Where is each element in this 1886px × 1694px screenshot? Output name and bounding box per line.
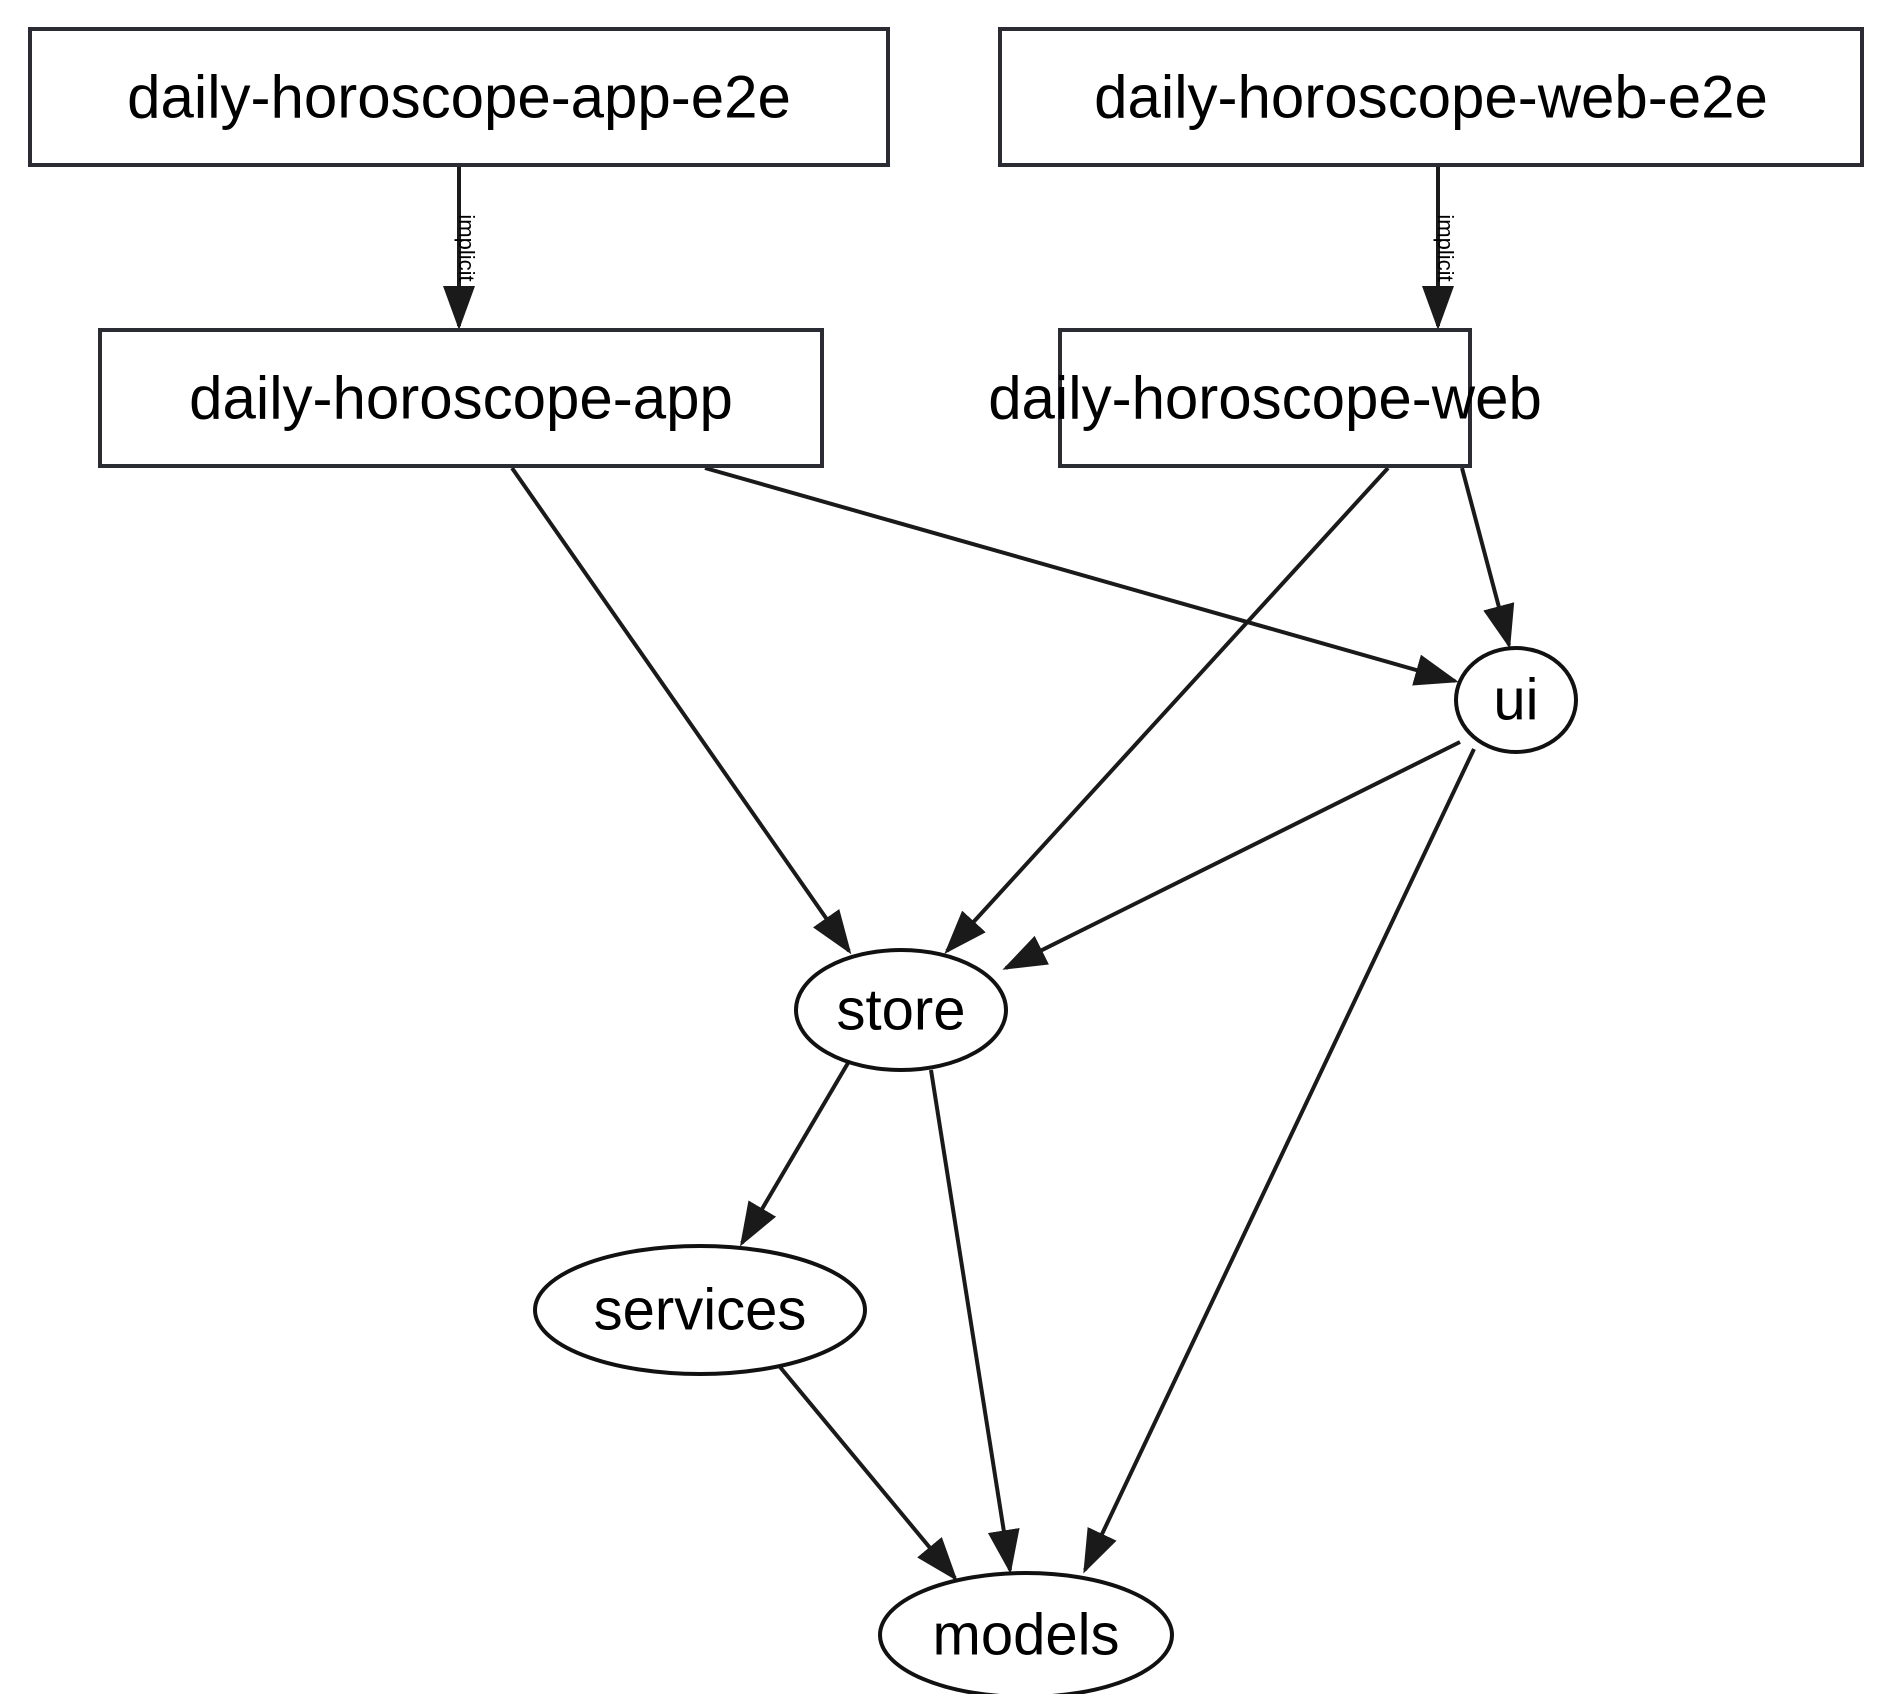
nodes-layer: daily-horoscope-app-e2e daily-horoscope-w…	[28, 27, 1864, 1694]
graph-node-store[interactable]: store	[794, 948, 1008, 1072]
edge-labels-layer: implicit implicit	[454, 214, 1458, 281]
node-ellipse-shape[interactable]	[878, 1571, 1174, 1694]
edges-layer	[443, 166, 1515, 1582]
node-label-daily-horoscope-web-e2e: daily-horoscope-web-e2e	[1094, 64, 1768, 131]
node-ellipse-shape[interactable]	[1454, 646, 1578, 754]
node-ellipse-shape[interactable]	[533, 1244, 867, 1376]
node-label-daily-horoscope-app-e2e: daily-horoscope-app-e2e	[127, 64, 791, 131]
graph-node-daily-horoscope-web[interactable]: daily-horoscope-web	[988, 328, 1542, 468]
edge-label-implicit: implicit	[1433, 214, 1458, 281]
graph-node-ui[interactable]: ui	[1454, 646, 1578, 754]
node-label-store: store	[837, 978, 966, 1043]
node-box-shape[interactable]	[28, 27, 890, 167]
graph-edge	[510, 466, 852, 955]
edge-label-implicit: implicit	[454, 214, 479, 281]
graph-edge	[739, 1061, 850, 1247]
graph-edge	[929, 1069, 1020, 1574]
node-box-shape[interactable]	[1058, 328, 1472, 468]
node-box-shape[interactable]	[98, 328, 824, 468]
node-ellipse-shape[interactable]	[794, 948, 1008, 1072]
graph-node-models[interactable]: models	[878, 1571, 1174, 1694]
graph-node-daily-horoscope-app-e2e[interactable]: daily-horoscope-app-e2e	[28, 27, 890, 167]
graph-node-services[interactable]: services	[533, 1244, 867, 1376]
graph-edge	[704, 466, 1459, 686]
node-label-services: services	[594, 1278, 807, 1343]
node-label-daily-horoscope-app: daily-horoscope-app	[189, 365, 733, 432]
graph-edge	[1002, 740, 1461, 970]
graph-node-daily-horoscope-app[interactable]: daily-horoscope-app	[98, 328, 824, 468]
node-label-ui: ui	[1493, 668, 1538, 733]
graph-edge	[944, 466, 1390, 954]
node-box-shape[interactable]	[998, 27, 1864, 167]
graph-node-daily-horoscope-web-e2e[interactable]: daily-horoscope-web-e2e	[998, 27, 1864, 167]
graph-edge	[1460, 467, 1515, 649]
graph-edge	[1083, 748, 1476, 1574]
node-label-models: models	[933, 1603, 1120, 1668]
node-label-daily-horoscope-web: daily-horoscope-web	[988, 365, 1542, 432]
graph-edge	[778, 1365, 958, 1582]
